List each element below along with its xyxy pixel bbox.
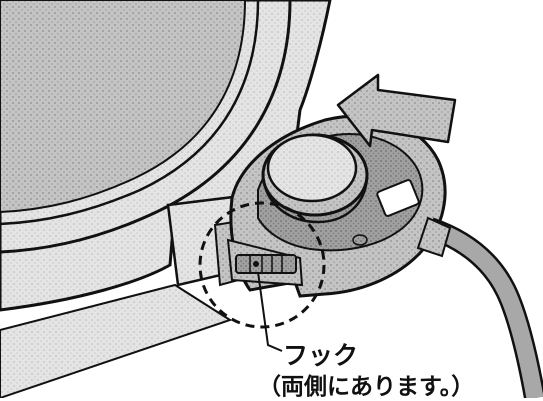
callout-leader-line <box>257 271 283 352</box>
hook-callout-circle <box>198 201 326 329</box>
insert-direction-arrow <box>336 73 457 148</box>
plug-dot <box>352 234 368 246</box>
inner-pot <box>0 0 247 214</box>
hook-pin <box>253 261 259 267</box>
cord-strain-relief <box>416 216 452 258</box>
appliance-rim-inner <box>0 0 260 226</box>
release-button-top <box>266 133 358 203</box>
release-button-rim <box>261 174 369 224</box>
power-cord-fill <box>427 219 543 398</box>
base-surface <box>0 283 233 398</box>
hook-label: フック <box>283 341 359 370</box>
both-sides-note: （両側にあります。） <box>258 374 475 400</box>
hook <box>235 254 297 274</box>
indicator-window <box>376 179 420 217</box>
appliance-rim <box>0 0 292 254</box>
hook-ridges <box>249 256 283 272</box>
